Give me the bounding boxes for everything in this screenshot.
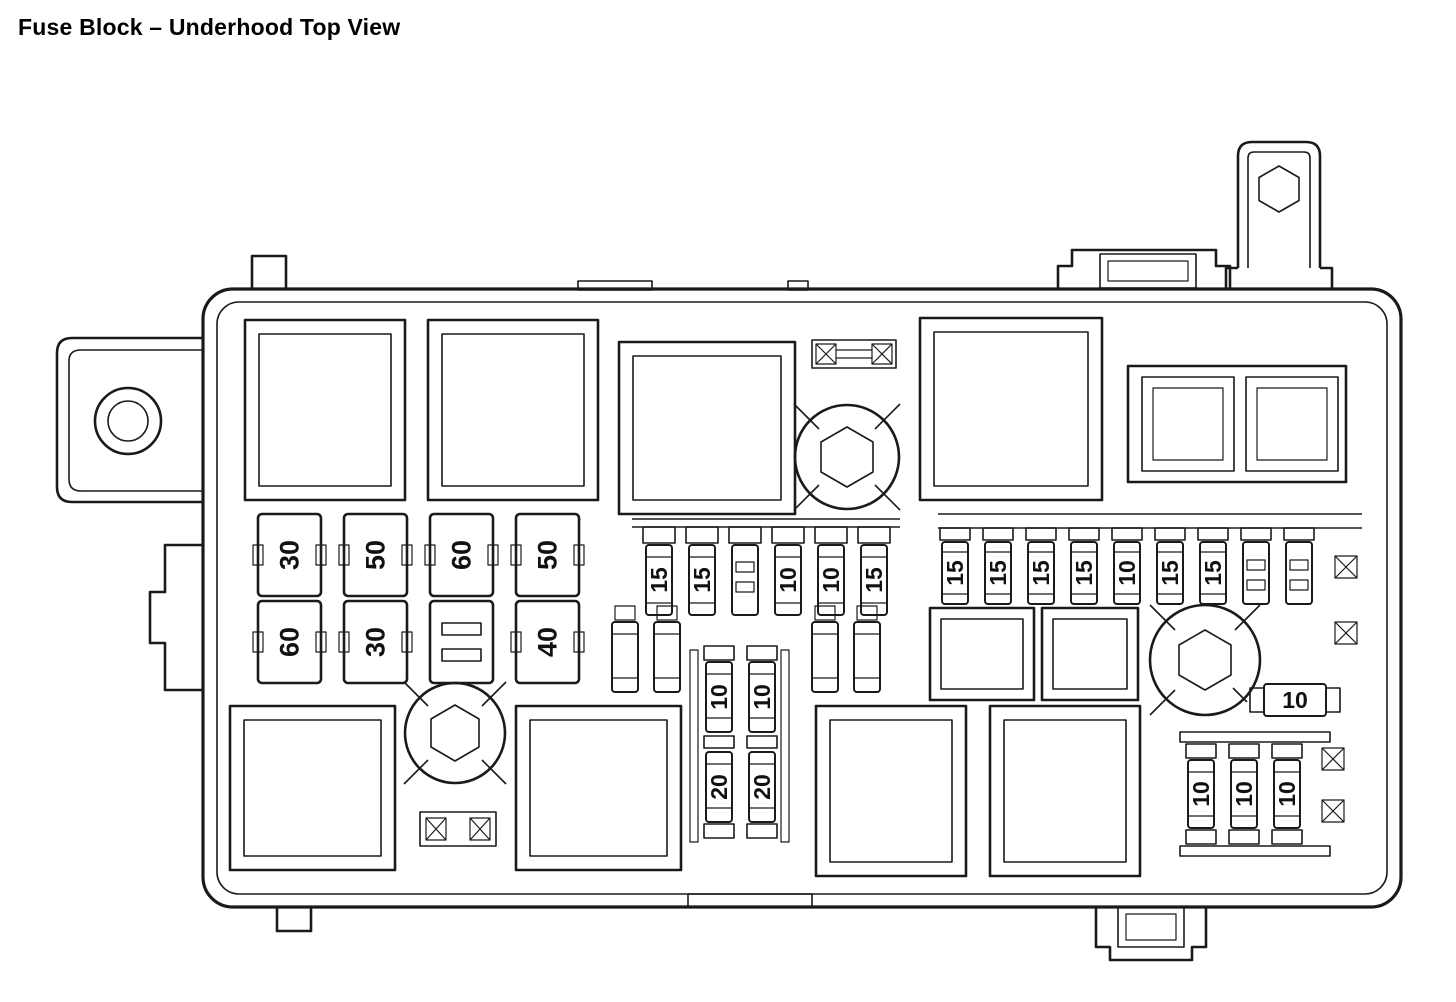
- top-right-tab: [1224, 140, 1334, 290]
- fuse-amp-label: 10: [749, 684, 775, 710]
- relay-socket-6: [228, 704, 397, 872]
- fuse-amp-label: 30: [360, 627, 390, 657]
- mini-fuse-empty-slot: [1285, 541, 1313, 605]
- mini-fuse: 10: [748, 661, 776, 733]
- mini-fuse: 10: [817, 544, 845, 616]
- connector-socket-1: [928, 606, 1036, 702]
- mini-fuse: 10: [1230, 759, 1258, 829]
- mini-fuse: 15: [984, 541, 1012, 605]
- mini-fuse: 15: [645, 544, 673, 616]
- fuse-amp-label: 15: [985, 560, 1011, 586]
- fuse-amp-label: 10: [775, 567, 801, 593]
- mounting-bolt-bottom-left: [403, 681, 507, 785]
- mounting-bolt-top: [793, 403, 901, 511]
- top-edge-bump: [577, 280, 653, 291]
- mini-fuse-empty-slot: [1242, 541, 1270, 605]
- fuse-amp-label: 15: [1028, 560, 1054, 586]
- bottom-right-fuse-bank: 10 10 10: [1179, 731, 1345, 857]
- mini-fuse: 10: [1113, 541, 1141, 605]
- mini-fuse: 15: [688, 544, 716, 616]
- center-fuse-bank: 10 10 20 20: [689, 645, 790, 843]
- top-middle-connector: [811, 339, 897, 369]
- fuse-amp-label: 50: [532, 540, 562, 570]
- relay-socket-8: [814, 704, 968, 878]
- fuse-amp-label: 40: [532, 627, 562, 657]
- maxi-fuse: 30: [338, 599, 413, 685]
- fuse-amp-label: 15: [861, 567, 887, 593]
- fuse-amp-label: 10: [1231, 781, 1257, 807]
- relay-socket-3: [617, 340, 797, 516]
- maxi-fuse: 30: [252, 512, 327, 598]
- bottom-tab: [1094, 906, 1208, 962]
- mini-fuse: 10: [705, 661, 733, 733]
- fuse-amp-label: 60: [446, 540, 476, 570]
- fuse-block-shell: [201, 287, 1403, 909]
- maxi-fuse: 50: [510, 512, 585, 598]
- fuse-amp-label: 10: [1282, 687, 1308, 713]
- mini-fuse: 10: [774, 544, 802, 616]
- right-fuse-bank: 15 15 15 15 10: [938, 513, 1362, 605]
- fuse-amp-label: 30: [274, 540, 304, 570]
- hex-bolt-icon: [1258, 165, 1300, 213]
- fuse-amp-label: 10: [818, 567, 844, 593]
- mini-fuse: 10: [1187, 759, 1215, 829]
- fuse-amp-label: 15: [1071, 560, 1097, 586]
- left-mounting-bracket: [55, 336, 203, 504]
- bottom-left-tab: [275, 905, 313, 933]
- fuse-amp-label: 10: [1114, 560, 1140, 586]
- relay-socket-4: [918, 316, 1104, 502]
- hex-bolt-icon: [820, 426, 874, 488]
- fuse-amp-label: 50: [360, 540, 390, 570]
- mini-fuse: 20: [748, 751, 776, 823]
- maxi-fuse-bank: 30 50 60 50 60: [252, 512, 585, 685]
- maxi-fuse: 40: [510, 599, 585, 685]
- hex-bolt-icon: [1178, 629, 1232, 691]
- relay-socket-1: [243, 318, 407, 502]
- mini-fuse: 15: [1027, 541, 1055, 605]
- top-left-tab: [250, 254, 288, 291]
- fuse-amp-label: 10: [1274, 781, 1300, 807]
- mini-fuse: 15: [941, 541, 969, 605]
- fuse-amp-label: 15: [689, 567, 715, 593]
- relay-socket-5: [1126, 364, 1348, 484]
- maxi-fuse: 50: [338, 512, 413, 598]
- fuse-amp-label: 60: [274, 627, 304, 657]
- fuse-amp-label: 10: [706, 684, 732, 710]
- page-title: Fuse Block – Underhood Top View: [18, 14, 401, 40]
- retainer-clips-right: [1334, 555, 1358, 645]
- fuse-amp-label: 15: [1200, 560, 1226, 586]
- fuse-amp-label: 20: [706, 774, 732, 800]
- mounting-bolt-right: [1148, 603, 1262, 717]
- fuse-amp-label: 10: [1188, 781, 1214, 807]
- mini-fuse: 20: [705, 751, 733, 823]
- mini-fuse: 10: [1273, 759, 1301, 829]
- empty-fuse-slots-right: [811, 605, 881, 693]
- relay-socket-9: [988, 704, 1142, 878]
- mini-fuse: 15: [1199, 541, 1227, 605]
- top-center-tab: [1056, 248, 1232, 290]
- bottom-left-connector: [419, 811, 497, 847]
- fuse-amp-label: 15: [646, 567, 672, 593]
- mini-fuse: 15: [860, 544, 888, 616]
- fuse-amp-label: 20: [749, 774, 775, 800]
- top-edge-bump: [787, 280, 809, 291]
- maxi-fuse: 60: [424, 512, 499, 598]
- mini-fuse: 15: [1070, 541, 1098, 605]
- fuse-right-horizontal: 10: [1249, 683, 1341, 717]
- maxi-fuse-empty-slot: [428, 599, 495, 685]
- fuse-amp-label: 15: [942, 560, 968, 586]
- relay-socket-7: [514, 704, 683, 872]
- relay-socket-2: [426, 318, 600, 502]
- left-side-notch: [148, 543, 203, 692]
- mounting-hole: [93, 386, 163, 456]
- mid-fuse-bank: 15 15 10 10: [632, 518, 900, 616]
- empty-fuse-slots-left: [611, 605, 681, 693]
- hex-bolt-icon: [430, 704, 480, 762]
- fuse-amp-label: 15: [1157, 560, 1183, 586]
- mini-fuse: 15: [1156, 541, 1184, 605]
- mini-fuse-empty-slot: [731, 544, 759, 616]
- maxi-fuse: 60: [252, 599, 327, 685]
- connector-socket-2: [1040, 606, 1140, 702]
